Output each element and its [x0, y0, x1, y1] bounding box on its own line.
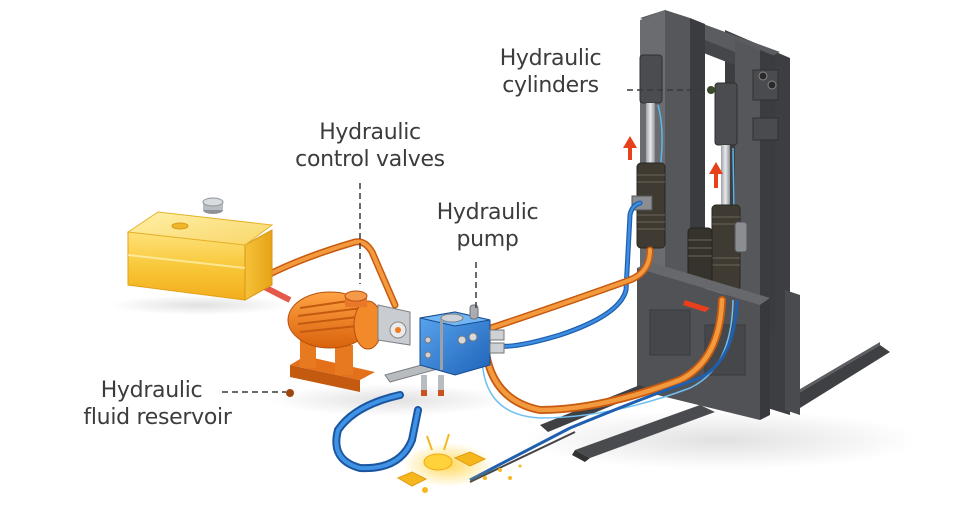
- label-line: cylinders: [502, 73, 599, 98]
- hoses: [251, 200, 739, 483]
- electric-motor: [286, 290, 446, 397]
- label-hydraulic-pump: Hydraulic pump: [420, 199, 555, 253]
- reservoir-leader-dot: [286, 389, 294, 397]
- label-line: Hydraulic: [499, 46, 602, 71]
- leader-lines: [222, 86, 715, 393]
- label-hydraulic-cylinders: Hydraulic cylinders: [478, 45, 623, 99]
- leak-spill: [396, 433, 522, 493]
- leader-cylinders-dot: [707, 86, 715, 94]
- label-hydraulic-control-valves: Hydraulic control valves: [280, 119, 460, 173]
- label-line: Hydraulic: [436, 200, 539, 225]
- label-line: Hydraulic: [100, 378, 203, 403]
- label-line: control valves: [295, 147, 445, 172]
- hydraulic-pump: [419, 304, 505, 396]
- lift-arrow-right-icon: [709, 162, 723, 188]
- cylinder-rod-left: [646, 103, 655, 163]
- label-hydraulic-fluid-reservoir: Hydraulic fluid reservoir: [70, 377, 245, 431]
- label-line: fluid reservoir: [83, 405, 232, 430]
- label-line: Hydraulic: [319, 120, 421, 145]
- cylinder-rod-right: [721, 145, 730, 205]
- lift-arrow-left-icon: [623, 136, 637, 160]
- fluid-reservoir-tank: [126, 197, 274, 301]
- label-line: pump: [456, 227, 519, 252]
- reservoir-cap: [202, 197, 224, 214]
- hydraulic-cylinder-left: [631, 162, 666, 249]
- hydraulic-cylinder-right: [687, 204, 748, 291]
- control-valve: [344, 290, 368, 307]
